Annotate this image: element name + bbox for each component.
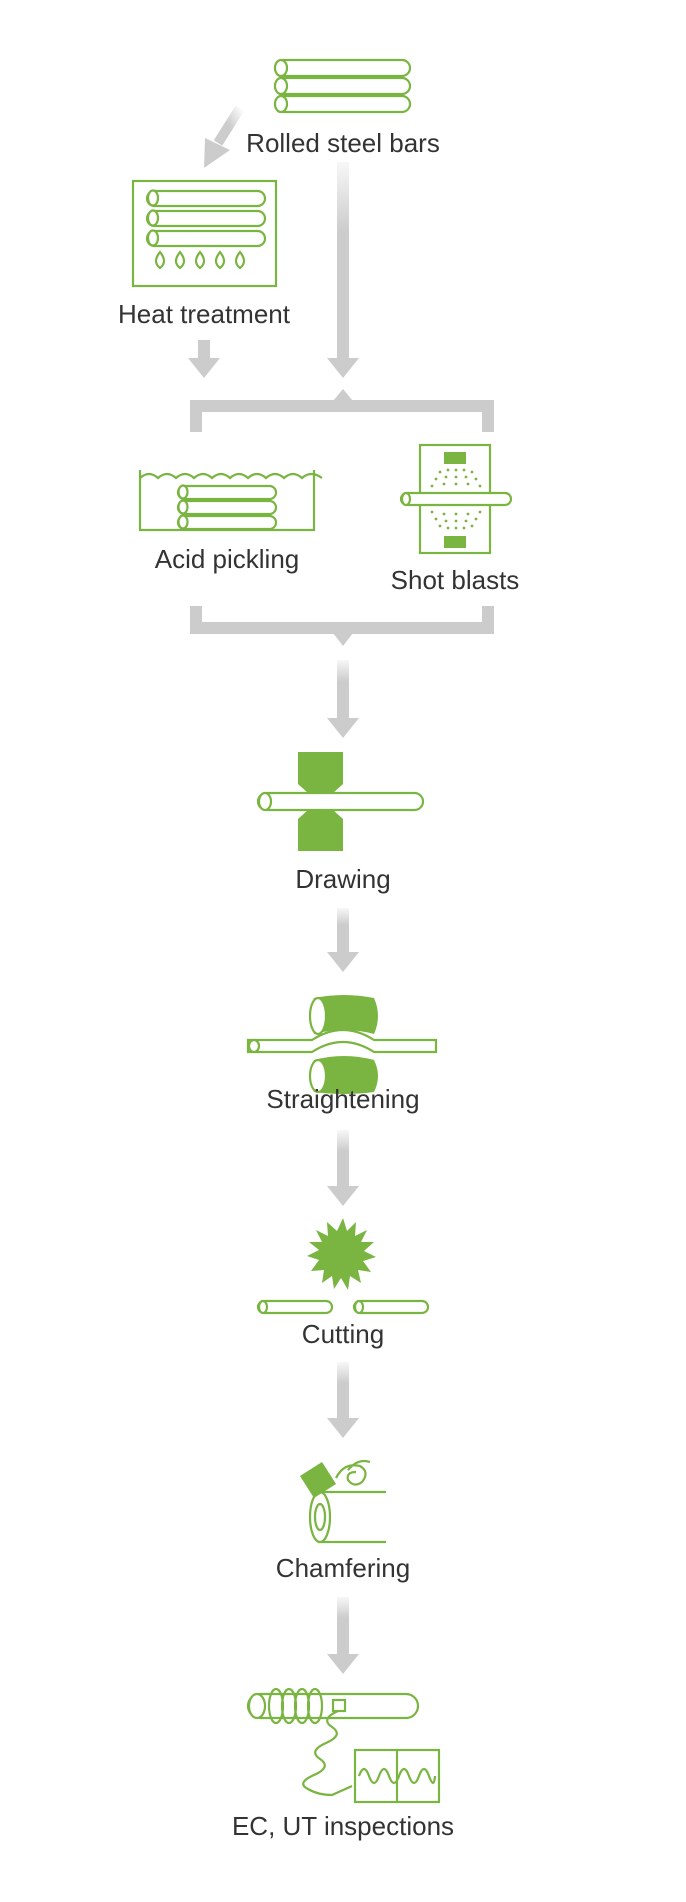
- drawing-die-icon: [256, 752, 425, 851]
- acid-pickling-label: Acid pickling: [155, 544, 300, 574]
- drawing-label: Drawing: [295, 864, 390, 894]
- arrow-to-inspections: [327, 1597, 359, 1674]
- arrow-to-straightening: [327, 908, 359, 972]
- straightening-rollers-icon: [246, 995, 438, 1094]
- heat-treatment-furnace-icon: [131, 179, 278, 288]
- chamfering-label: Chamfering: [276, 1553, 410, 1583]
- branch-bracket-top: [190, 389, 494, 432]
- merge-bracket-bottom: [190, 606, 494, 646]
- flame-icons: [154, 250, 246, 270]
- heat-treatment-label: Heat treatment: [118, 299, 291, 329]
- spray-dots: [430, 468, 482, 530]
- arrow-to-cutting: [327, 1130, 359, 1206]
- acid-pickling-tank-icon: [138, 470, 323, 532]
- shot-blast-chamber-icon: [399, 443, 513, 555]
- arrow-to-chamfering: [327, 1362, 359, 1438]
- rolled-steel-bars-icon: [273, 58, 412, 114]
- ec-ut-inspections-label: EC, UT inspections: [232, 1811, 454, 1841]
- saw-blade-icon: [307, 1218, 376, 1290]
- arrow-rolled-to-branch: [327, 162, 359, 378]
- straightening-label: Straightening: [266, 1084, 419, 1114]
- cutting-label: Cutting: [302, 1319, 384, 1349]
- rolled-steel-bars-label: Rolled steel bars: [246, 128, 440, 158]
- arrow-to-drawing: [327, 660, 359, 738]
- arrow-to-heat-treatment: [204, 105, 245, 168]
- inspection-coil-icon: [246, 1687, 441, 1804]
- cutting-saw-icon: [256, 1218, 430, 1315]
- eddy-current-coil: [267, 1687, 324, 1725]
- shot-blasts-label: Shot blasts: [391, 565, 520, 595]
- arrow-heat-to-branch: [188, 340, 220, 378]
- chamfering-tool-icon: [300, 1459, 386, 1544]
